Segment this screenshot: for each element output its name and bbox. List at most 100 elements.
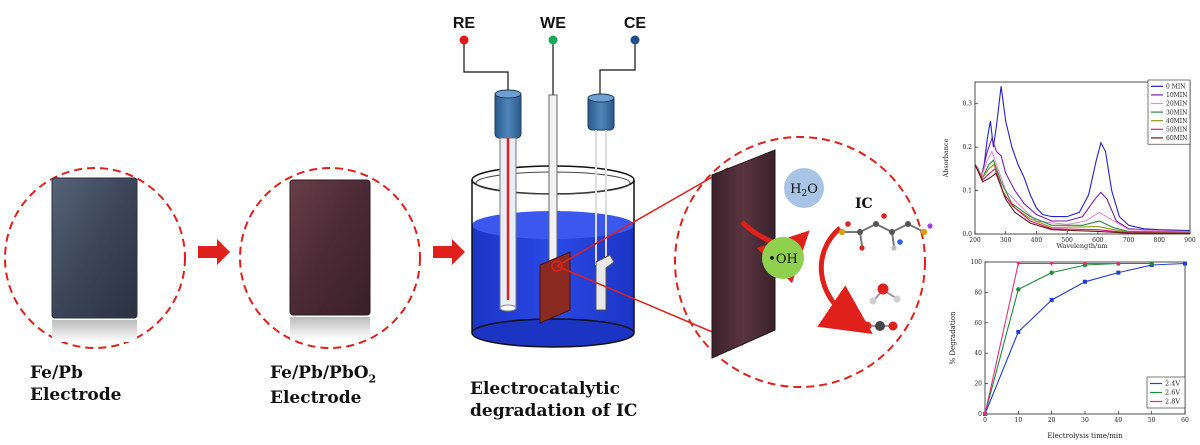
data-point xyxy=(1016,329,1021,334)
fe-pb-electrode-plate xyxy=(51,177,138,319)
ce-lead-wire xyxy=(599,42,636,102)
series-line xyxy=(974,86,1191,232)
degradation-xlabel: Electrolysis time/min xyxy=(1047,432,1123,440)
y-tick-label: 0.1 xyxy=(962,188,972,195)
re-cap-top xyxy=(494,89,522,99)
legend-entry: 60MIN xyxy=(1166,135,1187,142)
stage1-label: Fe/Pb Electrode xyxy=(30,362,121,406)
coated-electrode-shadow xyxy=(290,317,370,339)
hydroxyl-radical-bubble xyxy=(762,237,804,279)
y-tick-label: 0.0 xyxy=(962,231,972,238)
water-label: H2O xyxy=(790,182,818,199)
absorbance-ylabel: Absorbance xyxy=(942,138,950,178)
x-tick-label: 400 xyxy=(1031,237,1043,244)
hydroxyl-radical-label: •OH xyxy=(768,252,798,267)
y-tick-label: 40 xyxy=(974,350,982,357)
data-point xyxy=(1049,298,1054,302)
re-electrode-cap xyxy=(494,91,522,139)
cell-bottom xyxy=(471,318,635,348)
ce-terminal-dot xyxy=(630,35,640,45)
uv-vis-absorbance-chart: 200 300 400 500 600 700 800 900 0.0 0.1 0.2 0.3 0 M… xyxy=(942,79,1196,250)
ce-cap-top xyxy=(587,93,615,103)
legend-entry: 40MIN xyxy=(1166,118,1187,125)
x-tick-label: 50 xyxy=(1148,417,1156,424)
series-line xyxy=(974,163,1191,234)
y-tick-label: 0.3 xyxy=(962,101,972,108)
legend-entry: 50MIN xyxy=(1166,127,1187,134)
data-point xyxy=(1183,261,1187,266)
legend-entry: 10MIN xyxy=(1166,92,1187,99)
water-product-molecule-icon xyxy=(869,283,901,305)
re-terminal-dot xyxy=(459,35,469,45)
x-tick-label: 600 xyxy=(1092,237,1104,244)
series-line xyxy=(974,136,1191,232)
series-line xyxy=(974,164,1191,235)
x-tick-label: 500 xyxy=(1061,237,1073,244)
zoom-focus-point xyxy=(551,260,563,272)
data-point xyxy=(1016,287,1021,292)
x-tick-label: 30 xyxy=(1081,417,1089,424)
we-terminal-dot xyxy=(548,35,558,45)
absorbance-xlabel: Wavelength/nm xyxy=(1056,242,1107,250)
legend-entry: 20MIN xyxy=(1166,101,1187,108)
data-point xyxy=(1082,261,1088,267)
stage3-label-line2: degradation of IC xyxy=(470,401,638,422)
electrochemical-cell: RE WE CE xyxy=(453,15,647,348)
flow-arrow-2 xyxy=(433,239,465,265)
x-tick-label: 10 xyxy=(1015,417,1023,424)
legend-entry: 30MIN xyxy=(1166,109,1187,116)
y-tick-label: 80 xyxy=(974,289,982,296)
mechanism-circle xyxy=(674,136,926,388)
stage2-label-line2: Electrode xyxy=(270,387,362,408)
x-tick-label: 800 xyxy=(1154,237,1166,244)
degradation-arrow xyxy=(817,226,873,335)
ic-molecule-icon xyxy=(838,213,933,251)
data-point xyxy=(1015,261,1021,267)
x-tick-label: 700 xyxy=(1123,237,1135,244)
ce-electrode-hook xyxy=(595,254,615,311)
electrode-shadow xyxy=(52,320,137,342)
y-tick-label: 0 xyxy=(978,411,982,418)
we-label: WE xyxy=(540,15,566,32)
data-point xyxy=(1049,261,1055,267)
legend-entry: 0 MIN xyxy=(1166,84,1186,91)
mechanism-electrode-plate xyxy=(711,149,776,359)
x-tick-label: 300 xyxy=(1000,237,1012,244)
legend-entry: 2.6V xyxy=(1165,389,1180,397)
stage1-label-line2: Electrode xyxy=(30,385,122,406)
fe-pb-pbo2-electrode-plate xyxy=(289,179,371,316)
stage3-label-line1: Electrocatalytic xyxy=(470,379,620,399)
stage3-label: Electrocatalytic degradation of IC xyxy=(470,378,637,422)
series-line xyxy=(974,164,1191,234)
stage1-label-line1: Fe/Pb xyxy=(30,363,83,383)
y-tick-label: 60 xyxy=(974,320,982,327)
x-tick-label: 200 xyxy=(969,237,981,244)
data-point xyxy=(1115,261,1121,267)
x-tick-label: 60 xyxy=(1181,417,1189,424)
stage1-circle xyxy=(4,167,186,349)
y-tick-label: 20 xyxy=(974,381,982,388)
flow-arrow-1 xyxy=(198,239,230,265)
water-molecule-bubble xyxy=(784,168,824,208)
ce-label: CE xyxy=(624,15,647,32)
series-line xyxy=(974,159,1191,233)
y-tick-label: 0.2 xyxy=(962,144,972,151)
re-label: RE xyxy=(453,15,476,32)
x-tick-label: 40 xyxy=(1115,417,1123,424)
legend-entry: 2.4V xyxy=(1165,380,1180,388)
x-tick-label: 20 xyxy=(1048,417,1056,424)
co2-product-molecule-icon xyxy=(862,321,898,331)
y-tick-label: 100 xyxy=(971,259,983,266)
x-tick-label: 900 xyxy=(1184,237,1196,244)
data-point xyxy=(1049,270,1054,275)
data-point xyxy=(1083,279,1087,284)
stage2-circle xyxy=(239,167,421,349)
stage2-label: Fe/Pb/PbO2 Electrode xyxy=(270,362,376,409)
re-electrode-tip xyxy=(499,304,517,312)
degradation-ylabel: % Degradation xyxy=(949,311,957,365)
re-lead-wire xyxy=(463,42,509,102)
data-point xyxy=(982,412,988,417)
x-tick-label: 0 xyxy=(983,417,987,424)
